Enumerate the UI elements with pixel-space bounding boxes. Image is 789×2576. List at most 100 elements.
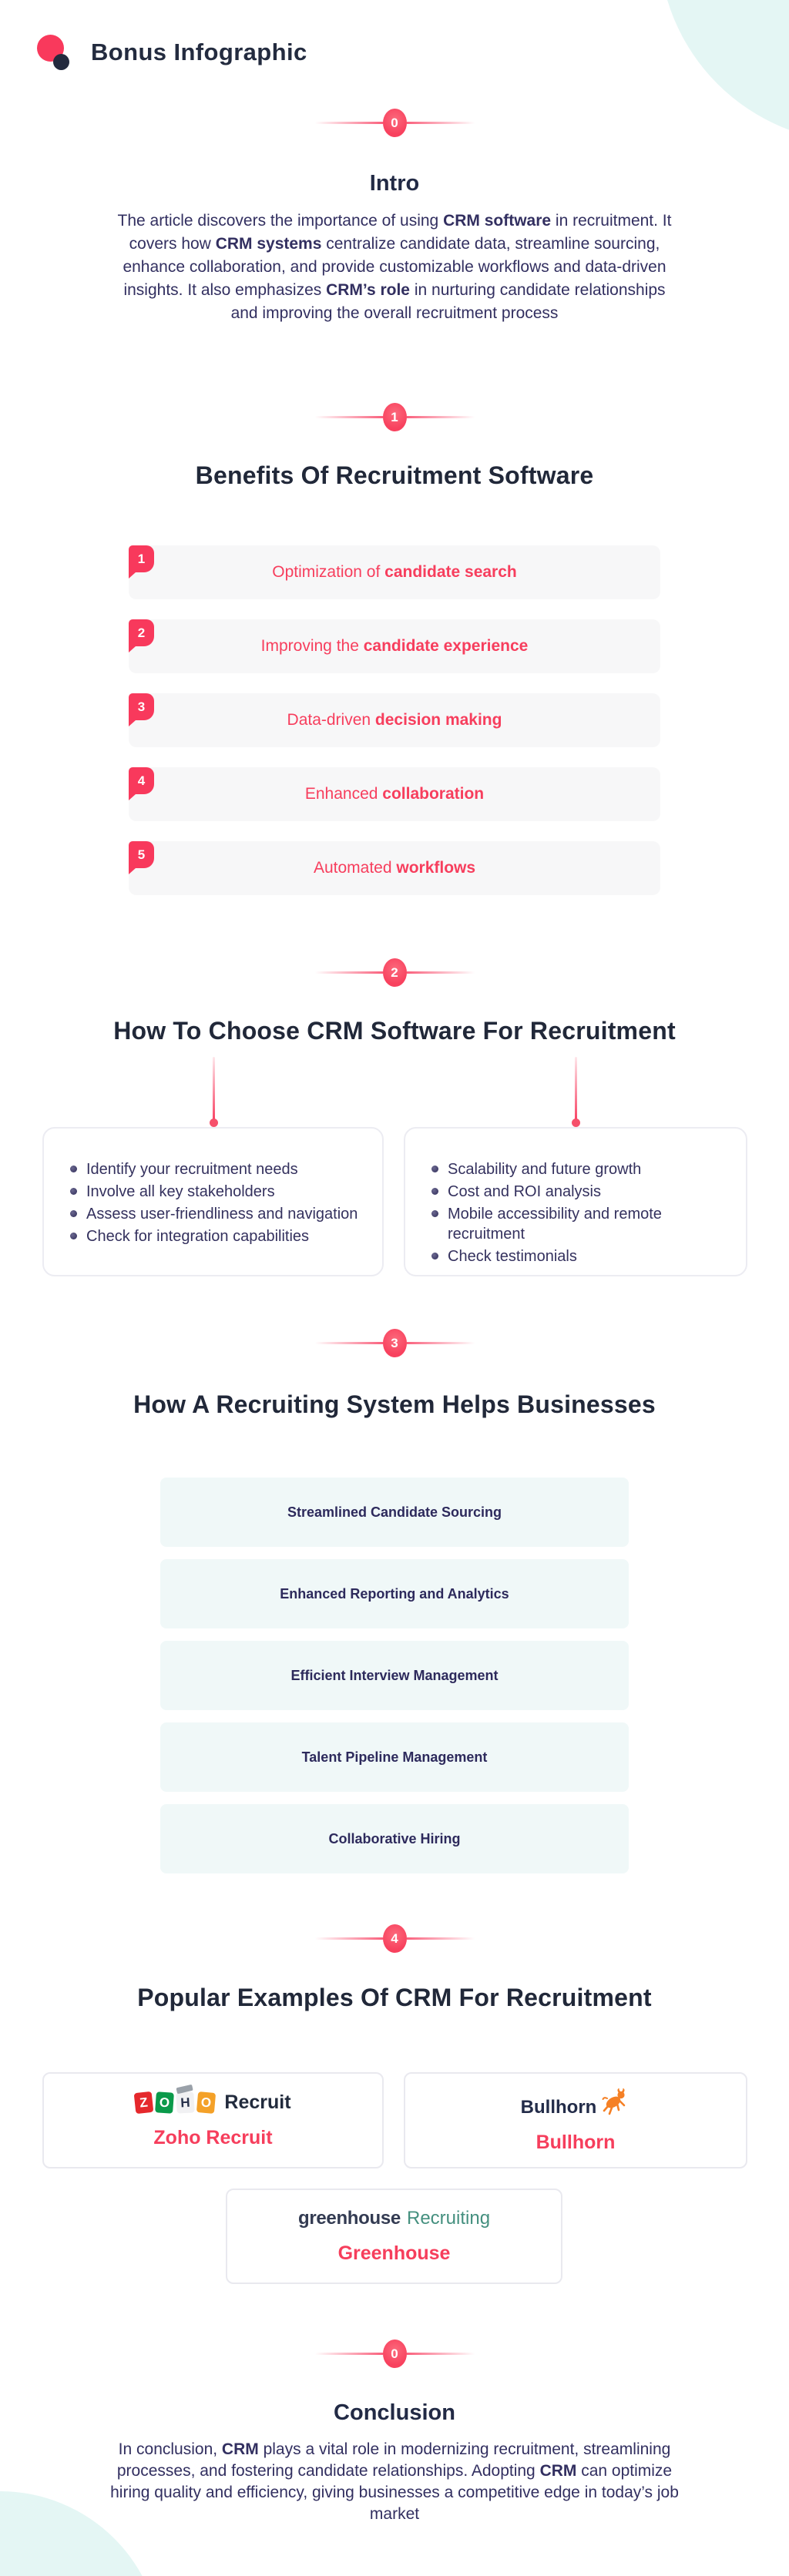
benefit-number-badge: 4 xyxy=(129,767,154,794)
benefit-label: Enhanced collaboration xyxy=(304,785,485,803)
help-box: Talent Pipeline Management xyxy=(160,1722,629,1792)
pin-icon xyxy=(209,1057,218,1127)
help-box: Collaborative Hiring xyxy=(160,1804,629,1873)
checklist-item: Cost and ROI analysis xyxy=(431,1182,726,1202)
checklist-item: Identify your recruitment needs xyxy=(70,1159,362,1179)
navy-circle-icon xyxy=(53,54,69,70)
greenhouse-recruiting-wordmark: Recruiting xyxy=(407,2208,491,2229)
intro-heading: Intro xyxy=(369,171,420,196)
zoho-tile-icon: O xyxy=(155,2091,175,2114)
zoho-recruit-logo: Z O H O Recruit xyxy=(134,2091,291,2115)
benefit-number-badge: 3 xyxy=(129,693,154,720)
checklist-item: Check for integration capabilities xyxy=(70,1226,362,1246)
divider-line xyxy=(406,2353,475,2355)
benefit-label: Automated workflows xyxy=(313,859,476,877)
crm-card-zoho: Z O H O Recruit Zoho Recruit xyxy=(42,2072,384,2168)
brand-logo-icon xyxy=(37,35,71,70)
crm-card-bullhorn: Bullhorn Bullhorn xyxy=(404,2072,747,2168)
examples-heading: Popular Examples Of CRM For Recruitment xyxy=(137,1984,652,2011)
checklist-item: Check testimonials xyxy=(431,1246,726,1266)
choose-checklist-card: Identify your recruitment needs Involve … xyxy=(42,1127,384,1276)
benefits-heading: Benefits Of Recruitment Software xyxy=(195,461,594,489)
benefit-label: Data-driven decision making xyxy=(287,711,502,729)
divider-line xyxy=(314,1937,383,1940)
divider-line xyxy=(406,1937,475,1940)
crm-card-greenhouse: greenhouse Recruiting Greenhouse xyxy=(226,2189,562,2284)
bullet-icon xyxy=(70,1188,77,1195)
checklist-item-label: Cost and ROI analysis xyxy=(448,1183,601,1200)
checklist-item-label: Check for integration capabilities xyxy=(86,1228,310,1245)
benefit-number-badge: 2 xyxy=(129,619,154,646)
checklist-item-label: Assess user-friendliness and navigation xyxy=(86,1206,358,1223)
benefits-list: 1 Optimization of candidate search 2 Imp… xyxy=(129,545,660,915)
bullhorn-wordmark: Bullhorn xyxy=(520,2096,597,2118)
divider-line xyxy=(314,416,383,418)
benefit-item: 2 Improving the candidate experience xyxy=(129,619,660,673)
help-box: Enhanced Reporting and Analytics xyxy=(160,1559,629,1628)
checklist: Identify your recruitment needs Involve … xyxy=(70,1159,362,1246)
section-divider: 3 xyxy=(283,1329,506,1357)
section-divider: 4 xyxy=(283,1924,506,1953)
checklist-item-label: Involve all key stakeholders xyxy=(86,1183,275,1200)
bullet-icon xyxy=(70,1166,77,1172)
pin-stem xyxy=(574,1057,577,1120)
checklist-item-label: Check testimonials xyxy=(448,1248,577,1265)
benefit-item: 5 Automated workflows xyxy=(129,841,660,895)
crm-name: Greenhouse xyxy=(337,2242,451,2264)
divider-line xyxy=(406,1342,475,1344)
help-box: Streamlined Candidate Sourcing xyxy=(160,1478,629,1547)
benefit-item: 1 Optimization of candidate search xyxy=(129,545,660,599)
checklist-item: Scalability and future growth xyxy=(431,1159,726,1179)
section-marker: 0 xyxy=(382,109,407,137)
divider-line xyxy=(406,971,475,974)
bullet-icon xyxy=(431,1210,438,1217)
crm-name: Zoho Recruit xyxy=(153,2127,273,2148)
pin-head xyxy=(571,1119,580,1127)
crm-name: Bullhorn xyxy=(536,2131,616,2153)
bullet-icon xyxy=(70,1233,77,1239)
pin-stem xyxy=(212,1057,215,1120)
helps-box-list: Streamlined Candidate Sourcing Enhanced … xyxy=(160,1478,629,1886)
pin-icon xyxy=(571,1057,580,1127)
benefit-item: 3 Data-driven decision making xyxy=(129,693,660,747)
section-divider: 1 xyxy=(283,403,506,431)
zoho-tile-icon: O xyxy=(196,2091,217,2114)
zoho-tile-icon: H xyxy=(176,2091,196,2114)
conclusion-heading: Conclusion xyxy=(334,2400,455,2425)
checklist: Scalability and future growth Cost and R… xyxy=(431,1159,726,1266)
zoho-wordmark: Recruit xyxy=(224,2091,291,2113)
section-divider: 2 xyxy=(283,958,506,987)
checklist-item: Involve all key stakeholders xyxy=(70,1182,362,1202)
divider-line xyxy=(406,416,475,418)
greenhouse-wordmark: greenhouse xyxy=(297,2208,401,2229)
divider-line xyxy=(406,122,475,124)
bullhorn-logo: Bullhorn xyxy=(521,2088,631,2118)
divider-line xyxy=(314,2353,383,2355)
divider-line xyxy=(314,971,383,974)
section-divider: 0 xyxy=(283,2340,506,2368)
bullet-icon xyxy=(431,1188,438,1195)
section-divider: 0 xyxy=(283,109,506,137)
pin-head xyxy=(209,1119,218,1127)
zoho-tile-icon: Z xyxy=(134,2091,154,2115)
benefit-item: 4 Enhanced collaboration xyxy=(129,767,660,821)
checklist-item: Mobile accessibility and remote recruitm… xyxy=(431,1204,726,1244)
bullet-icon xyxy=(431,1166,438,1172)
bull-icon xyxy=(602,2088,626,2115)
greenhouse-logo: greenhouse Recruiting xyxy=(298,2208,490,2229)
divider-line xyxy=(314,1342,383,1344)
header: Bonus Infographic xyxy=(37,35,307,70)
bullet-icon xyxy=(431,1253,438,1259)
page-title: Bonus Infographic xyxy=(91,39,307,65)
checklist-item-label: Identify your recruitment needs xyxy=(86,1161,298,1178)
benefit-label: Improving the candidate experience xyxy=(260,637,529,655)
divider-line xyxy=(314,122,383,124)
conclusion-paragraph: In conclusion, CRM plays a vital role in… xyxy=(110,2440,679,2523)
benefit-number-badge: 5 xyxy=(129,841,154,868)
benefit-number-badge: 1 xyxy=(129,545,154,572)
section-marker: 3 xyxy=(382,1329,407,1357)
bullet-icon xyxy=(70,1210,77,1217)
help-box: Efficient Interview Management xyxy=(160,1641,629,1710)
choose-heading: How To Choose CRM Software For Recruitme… xyxy=(113,1017,676,1045)
